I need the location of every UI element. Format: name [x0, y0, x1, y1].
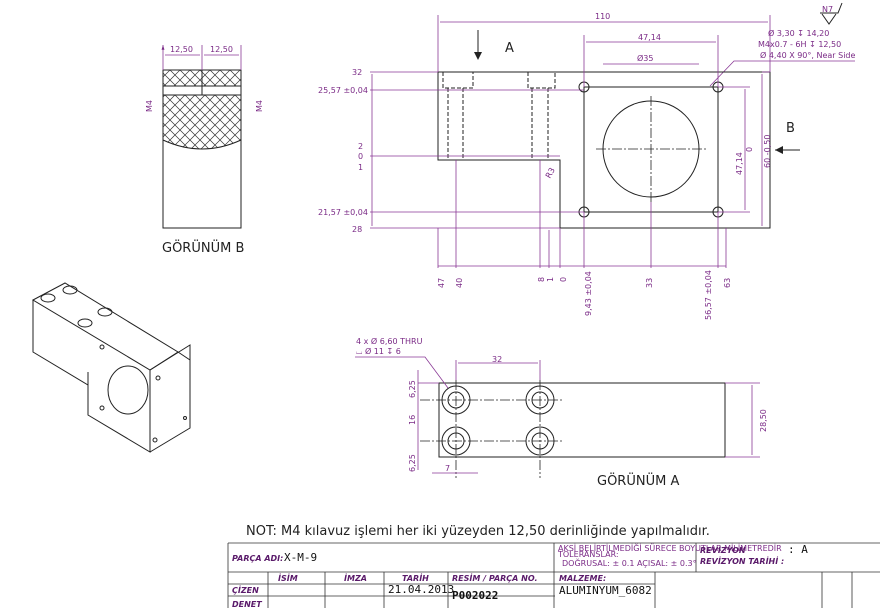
label: İMZA — [344, 573, 367, 583]
label: PARÇA ADI: — [232, 554, 283, 563]
note-text: NOT: M4 kılavuz işlemi her iki yüzeyden … — [246, 524, 710, 539]
label: R3 — [544, 166, 557, 180]
label: 32 — [352, 68, 362, 77]
label: N7 — [822, 5, 833, 14]
label: 110 — [595, 12, 610, 21]
label: TARİH — [402, 573, 429, 583]
label: 40 — [455, 278, 464, 288]
label: 1 — [358, 163, 363, 172]
label: B — [786, 121, 795, 136]
label: 8 — [537, 277, 546, 282]
label: 25,57 ±0,04 — [318, 86, 368, 95]
label: ÇİZEN — [232, 585, 259, 595]
isometric-view — [31, 282, 191, 453]
label: İSİM — [278, 573, 298, 583]
drawing-number: P002022 — [452, 589, 498, 602]
label: REVİZYON TARİHİ : — [700, 556, 784, 566]
view-b: 12,50 12,50 M4 M4 GÖRÜNÜM B — [145, 45, 264, 256]
label: 33 — [645, 278, 654, 288]
label: 9,43 ±0,04 — [584, 271, 593, 316]
hole-callout: Ø 3,30 ↧ 14,20 M4x0.7 - 6H ↧ 12,50 Ø 4,4… — [709, 28, 856, 87]
label: ⌴ Ø 11 ↧ 6 — [356, 346, 401, 356]
label: TOLERANSLAR: — [557, 550, 619, 559]
label: 56,57 ±0,04 — [704, 270, 713, 320]
label: 6,25 — [408, 454, 417, 472]
label: M4 — [145, 100, 154, 112]
label: 21,57 ±0,04 — [318, 208, 368, 217]
view-b-title: GÖRÜNÜM B — [162, 239, 244, 256]
material: ALUMINYUM_6082 — [559, 584, 652, 597]
label: 28,50 — [759, 409, 768, 432]
label: : A — [788, 543, 808, 556]
label: AKSİ BELİRTİLMEDİĞİ SÜRECE BOYUTLAR MİLİ… — [558, 542, 782, 553]
label: 21.04.2013 — [388, 583, 454, 596]
label: 32 — [492, 355, 502, 364]
label: 6,25 — [408, 380, 417, 398]
view-a: 4 x Ø 6,60 THRU ⌴ Ø 11 ↧ 6 32 6,25 16 6,… — [355, 336, 768, 489]
label: 4 x Ø 6,60 THRU — [356, 336, 423, 346]
title-block: PARÇA ADI: X-M-9 AKSİ BELİRTİLMEDİĞİ SÜR… — [227, 542, 880, 608]
label: 0 — [745, 147, 754, 152]
label: REVİZYON — [700, 545, 746, 555]
label: A — [505, 41, 514, 56]
label: 47 — [437, 278, 446, 288]
label: 12,50 — [170, 45, 193, 54]
label: 28 — [352, 225, 362, 234]
label: 16 — [408, 415, 417, 425]
label: RESİM / PARÇA NO. — [452, 573, 538, 583]
label: 7 — [445, 464, 450, 473]
label: M4 — [255, 100, 264, 112]
label: 60 -0,50 — [763, 135, 772, 168]
bottom-dimension-labels: 47 40 8 1 0 9,43 ±0,04 33 56,57 ±0,04 63 — [437, 270, 732, 320]
label: MALZEME: — [559, 574, 606, 583]
surface-finish-symbol: N7 — [820, 2, 843, 25]
label: 47,14 — [638, 33, 661, 42]
label: X-M-9 — [284, 551, 317, 564]
label: DENET — [232, 600, 262, 608]
front-view: 110 47,14 Ø35 A B 47,14 0 60 -0,50 32 25… — [318, 12, 800, 320]
label: 0 — [559, 277, 568, 282]
view-a-title: GÖRÜNÜM A — [597, 472, 679, 489]
label: DOĞRUSAL: ± 0.1 AÇISAL: ± 0.3° — [562, 557, 697, 568]
label: 0 — [358, 152, 363, 161]
label: 47,14 — [735, 152, 744, 175]
label: M4x0.7 - 6H ↧ 12,50 — [758, 40, 841, 49]
label: 1 — [546, 277, 555, 282]
label: Ø 4,40 X 90°, Near Side — [760, 50, 856, 60]
label: 2 — [358, 142, 363, 151]
label: 63 — [723, 278, 732, 288]
label: Ø 3,30 ↧ 14,20 — [768, 28, 829, 38]
label: Ø35 — [637, 53, 653, 63]
label: 12,50 — [210, 45, 233, 54]
